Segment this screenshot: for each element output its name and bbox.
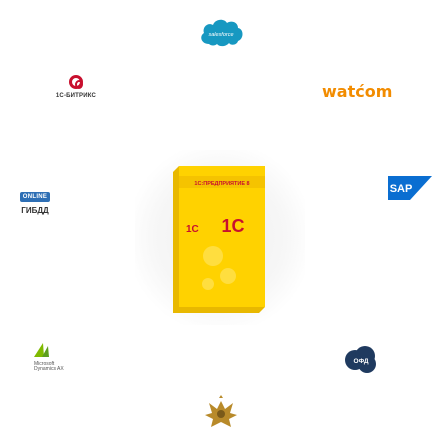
1c-product-box: 1С:ПРЕДПРИЯТИЕ 8 1С 1С (173, 166, 265, 313)
salesforce-cloud-icon: salesforce (201, 19, 243, 47)
ofd-logo: ОФД (344, 345, 378, 375)
bitrix-icon (69, 75, 83, 89)
sap-logo: SAP (388, 176, 432, 200)
watcom-logo: watćom (322, 82, 393, 101)
sap-text: SAP (390, 183, 413, 195)
1c-logo-text: 1С (221, 216, 244, 236)
salesforce-logo: salesforce (197, 14, 245, 50)
gibdd-label: ГИБДД (21, 206, 49, 215)
online-badge: ONLINE (19, 192, 51, 202)
1c-side-logo: 1С (186, 224, 199, 235)
salesforce-text: salesforce (208, 32, 233, 38)
bitrix-logo: 1С-БИТРИКС (30, 75, 122, 107)
emblem-icon (203, 395, 239, 433)
bitrix-label: 1С-БИТРИКС (55, 93, 97, 99)
dynamics-line1: Microsoft (34, 361, 55, 367)
1c-box-title: 1С:ПРЕДПРИЯТИЕ 8 (194, 181, 249, 187)
ofd-text: ОФД (354, 358, 369, 365)
dynamics-logo: Microsoft Dynamics AX (34, 343, 68, 383)
dynamics-line2: Dynamics AX (34, 366, 64, 372)
gibdd-online-logo: ONLINE ГИБДД (16, 185, 54, 215)
dynamics-icon (34, 343, 49, 357)
